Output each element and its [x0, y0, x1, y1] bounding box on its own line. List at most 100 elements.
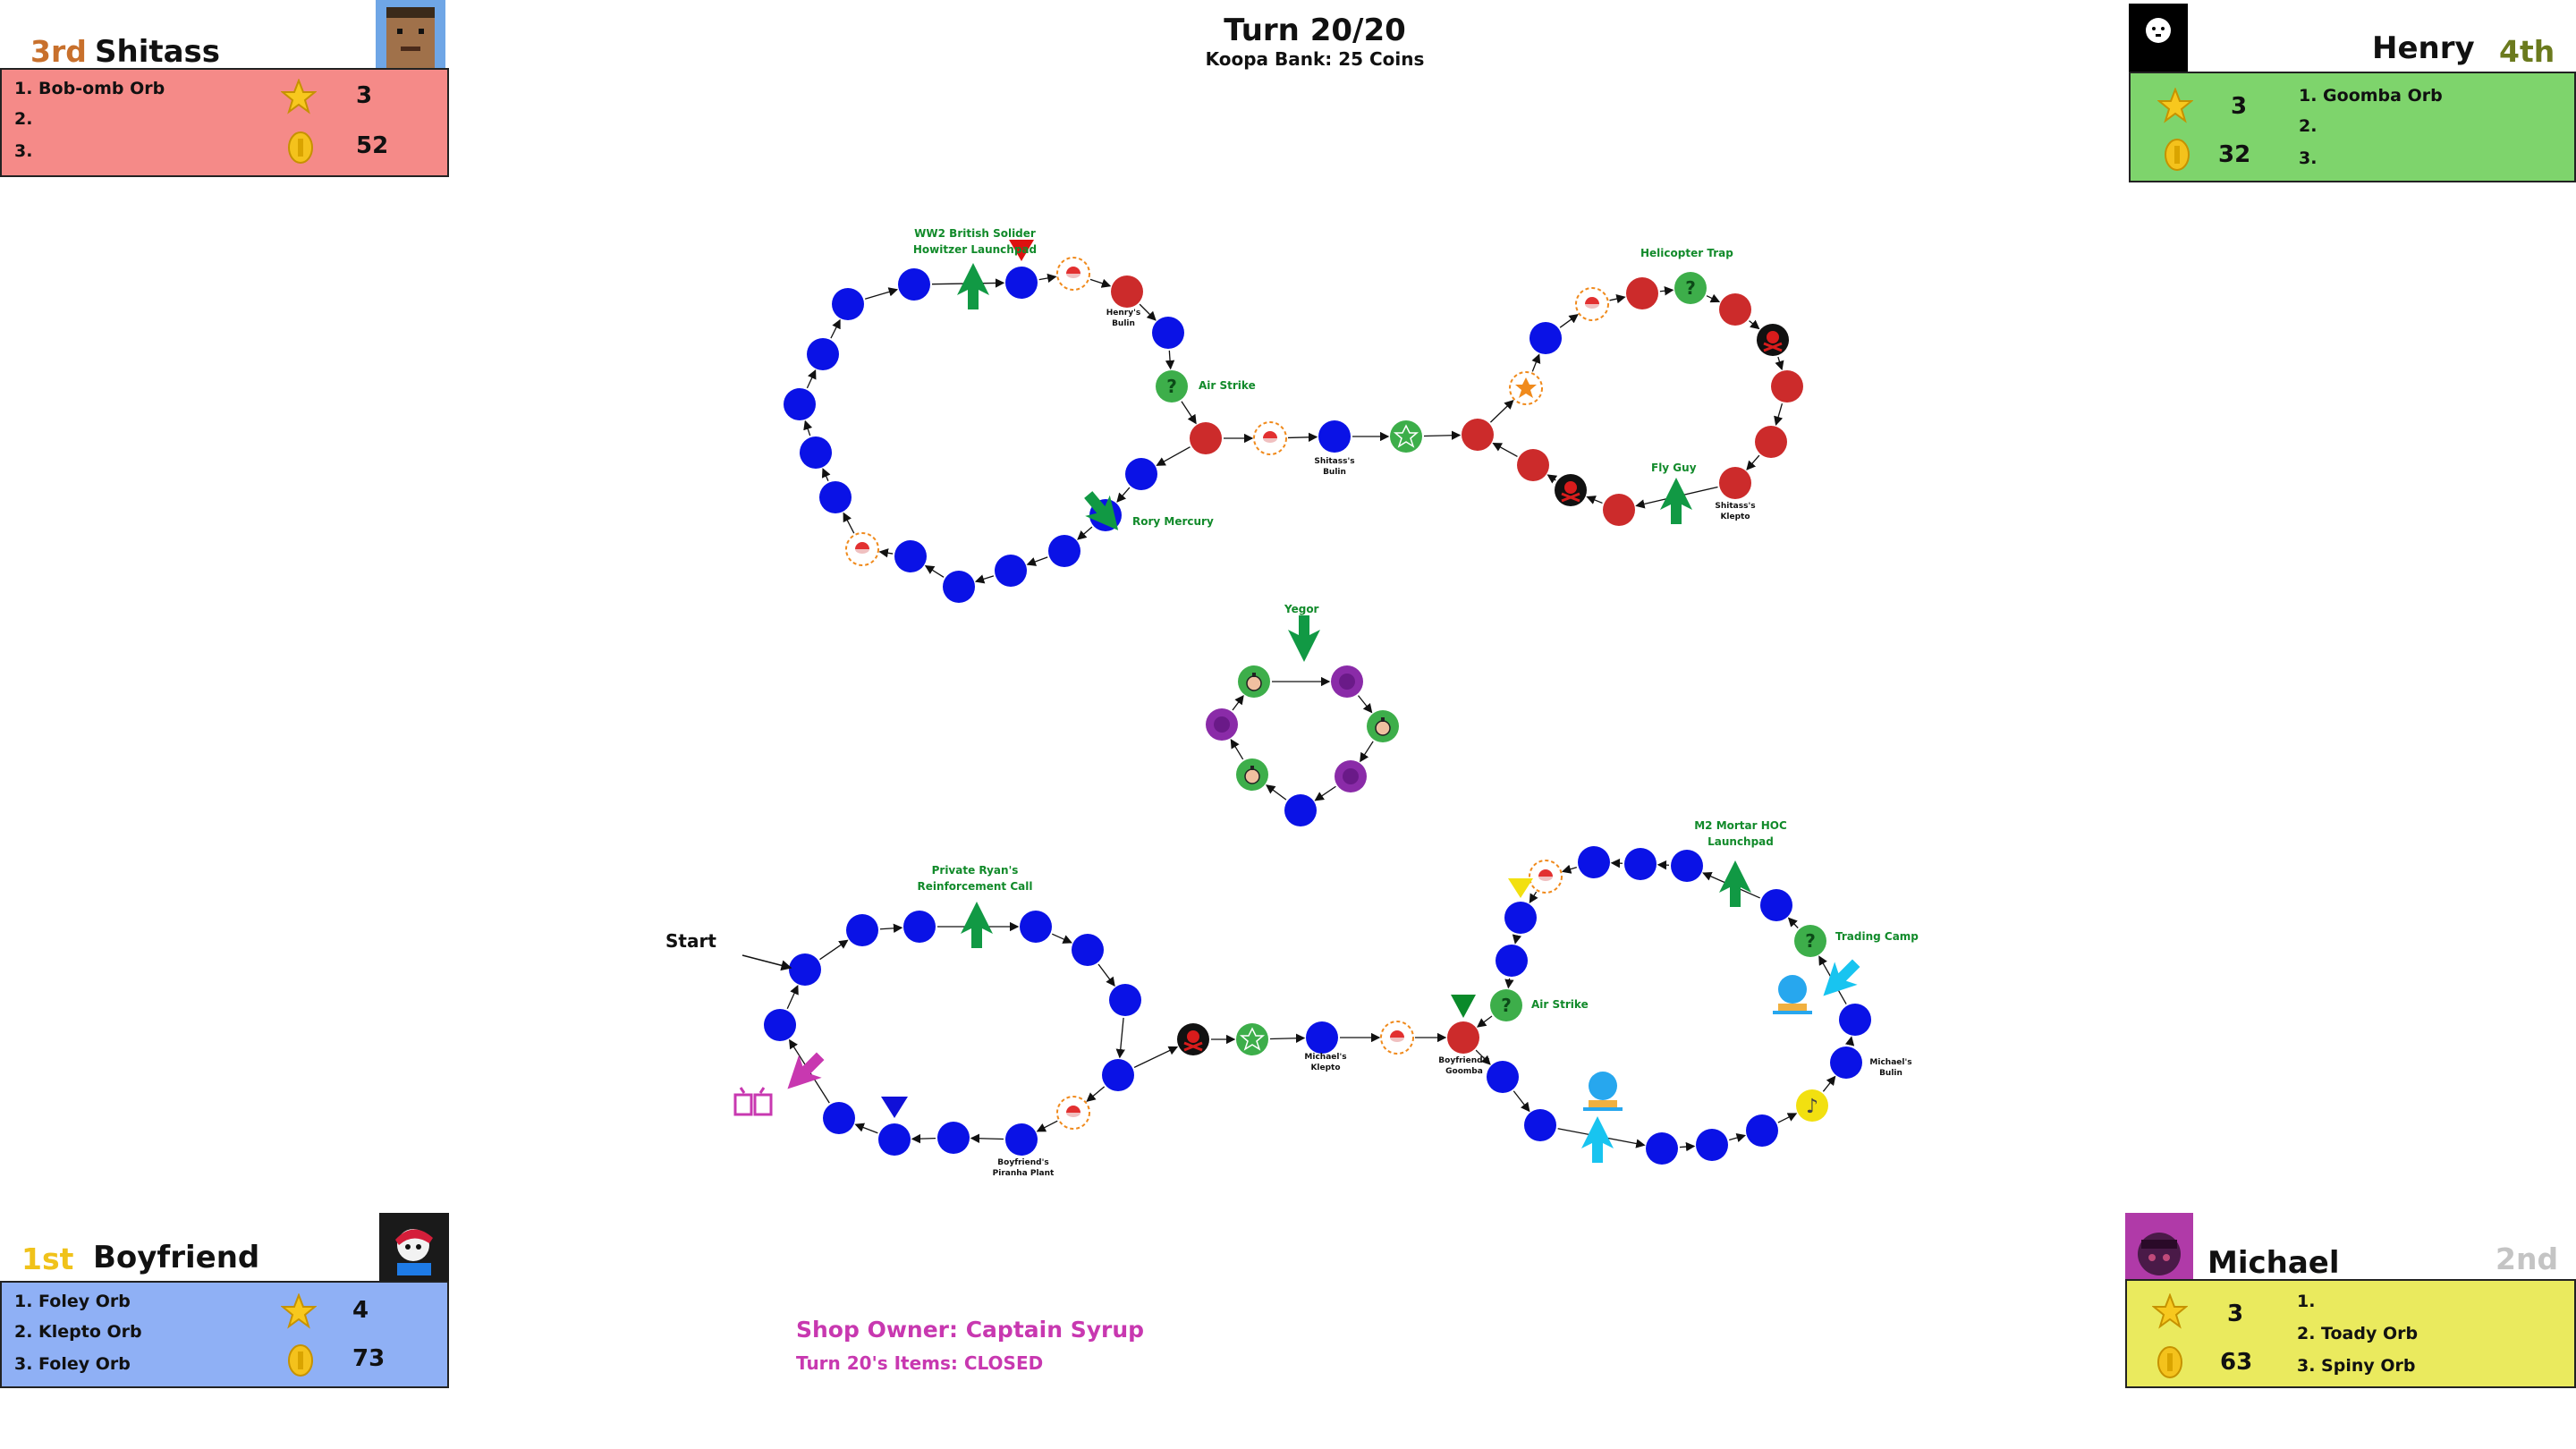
board-space — [1390, 420, 1422, 453]
orb-slot-2: 2. — [14, 109, 33, 129]
red-space — [1626, 277, 1658, 309]
board-space — [1005, 1123, 1038, 1156]
player-name: Henry — [2372, 30, 2475, 66]
path-arrow — [1777, 1113, 1798, 1123]
star-space-icon — [1390, 420, 1422, 453]
blue-space — [1152, 317, 1184, 349]
coin-icon — [288, 1344, 313, 1377]
blue-marker-icon — [881, 1097, 908, 1118]
blue-space — [1578, 846, 1610, 878]
orb-slot-3: 3. Foley Orb — [14, 1354, 131, 1374]
player-name: Boyfriend — [93, 1240, 260, 1275]
blue-space — [1839, 1004, 1871, 1036]
path-arrow — [1476, 1015, 1493, 1028]
path-arrow — [1089, 278, 1112, 288]
board-space — [1072, 934, 1104, 966]
path-arrow — [879, 923, 903, 934]
board-space — [1306, 1021, 1338, 1054]
board-space — [1152, 317, 1184, 349]
board-space — [903, 911, 936, 943]
board-space — [995, 555, 1027, 587]
board-space — [1284, 794, 1317, 826]
path-arrow — [1546, 474, 1558, 484]
orb-slot-2: 2. — [2299, 116, 2318, 136]
star-count: 3 — [2231, 93, 2248, 120]
blue-space — [1005, 1123, 1038, 1156]
red-space — [1755, 426, 1787, 458]
path-arrow — [1314, 785, 1336, 801]
question-icon: ? — [1805, 930, 1816, 952]
music-space-icon — [1796, 1089, 1828, 1122]
board-space: ? — [1794, 925, 1826, 957]
board-space — [1624, 848, 1657, 880]
path-arrow — [1086, 1086, 1106, 1102]
board-space — [1253, 421, 1287, 455]
avatar — [376, 0, 445, 70]
blue-space — [943, 571, 975, 603]
label-ww2-launchpad: WW2 British Solider Howitzer Launchpad — [894, 225, 1055, 258]
stats-box: 1. Bob-omb Orb 2. 3. 3 52 — [0, 68, 449, 177]
board-space — [878, 1123, 911, 1156]
label-text: Private Ryan's Reinforcement Call — [917, 864, 1033, 893]
board-space — [1696, 1129, 1728, 1161]
path-arrow — [878, 548, 894, 558]
cyan-arrow-icon — [1823, 959, 1860, 996]
rank-badge: 3rd — [30, 34, 87, 69]
blue-space — [789, 953, 821, 986]
blue-space — [846, 914, 878, 946]
orb-slot-1: 1. Bob-omb Orb — [14, 79, 165, 98]
red-space — [1517, 449, 1549, 481]
blue-space — [1284, 794, 1317, 826]
red-space — [1462, 419, 1494, 451]
board-space — [819, 481, 852, 513]
green-marker-icon — [1451, 995, 1476, 1018]
label-michael-bulin: Michael's Bulin — [1864, 1057, 1918, 1079]
path-arrow — [974, 574, 995, 584]
path-arrow — [1775, 356, 1784, 371]
blue-space — [937, 1122, 970, 1154]
path-arrow — [1139, 303, 1157, 321]
path-arrow — [1489, 399, 1514, 423]
label-private-ryan: Private Ryan's Reinforcement Call — [894, 862, 1055, 894]
coin-count: 73 — [352, 1345, 386, 1372]
path-arrow — [819, 939, 849, 961]
turn-counter: Turn 20/20 — [1224, 13, 1406, 48]
blue-space — [1696, 1129, 1728, 1161]
label-air-strike-top: Air Strike — [1199, 379, 1256, 392]
blue-space — [1072, 934, 1104, 966]
rank-badge: 4th — [2499, 34, 2555, 69]
board-space — [846, 914, 878, 946]
path-arrow — [1822, 1075, 1836, 1092]
event-space-icon — [1156, 370, 1188, 402]
star-icon — [2152, 1293, 2188, 1329]
coin-count: 32 — [2218, 141, 2251, 168]
board-space — [1830, 1046, 1862, 1079]
blue-space — [1830, 1046, 1862, 1079]
board-space — [1447, 1021, 1479, 1054]
cyan-arrow-icon — [1581, 1116, 1614, 1163]
board-space — [1746, 1114, 1778, 1147]
question-icon: ? — [1685, 277, 1696, 299]
blue-space — [903, 911, 936, 943]
stats-box: 3 32 1. Goomba Orb 2. 3. — [2129, 72, 2576, 182]
blue-space — [1671, 850, 1703, 882]
event-space-icon — [1794, 925, 1826, 957]
yellow-marker-icon — [1508, 878, 1533, 898]
board-space — [1125, 458, 1157, 490]
blue-space — [1487, 1061, 1519, 1093]
path-arrow — [924, 564, 945, 578]
red-marker-icon — [1009, 240, 1034, 261]
star-icon — [1239, 1027, 1266, 1051]
crystal-ball-icon — [1773, 975, 1812, 1014]
blue-space — [1318, 420, 1351, 453]
koopa-bank: Koopa Bank: 25 Coins — [1205, 48, 1425, 70]
blue-space — [995, 555, 1027, 587]
red-space — [1719, 467, 1751, 499]
crystal-ball-icon — [1583, 1072, 1623, 1111]
board-space — [807, 338, 839, 370]
path-arrow — [1746, 454, 1760, 470]
star-space-icon — [1236, 1023, 1268, 1055]
board-space — [789, 953, 821, 986]
board-space — [1671, 850, 1703, 882]
